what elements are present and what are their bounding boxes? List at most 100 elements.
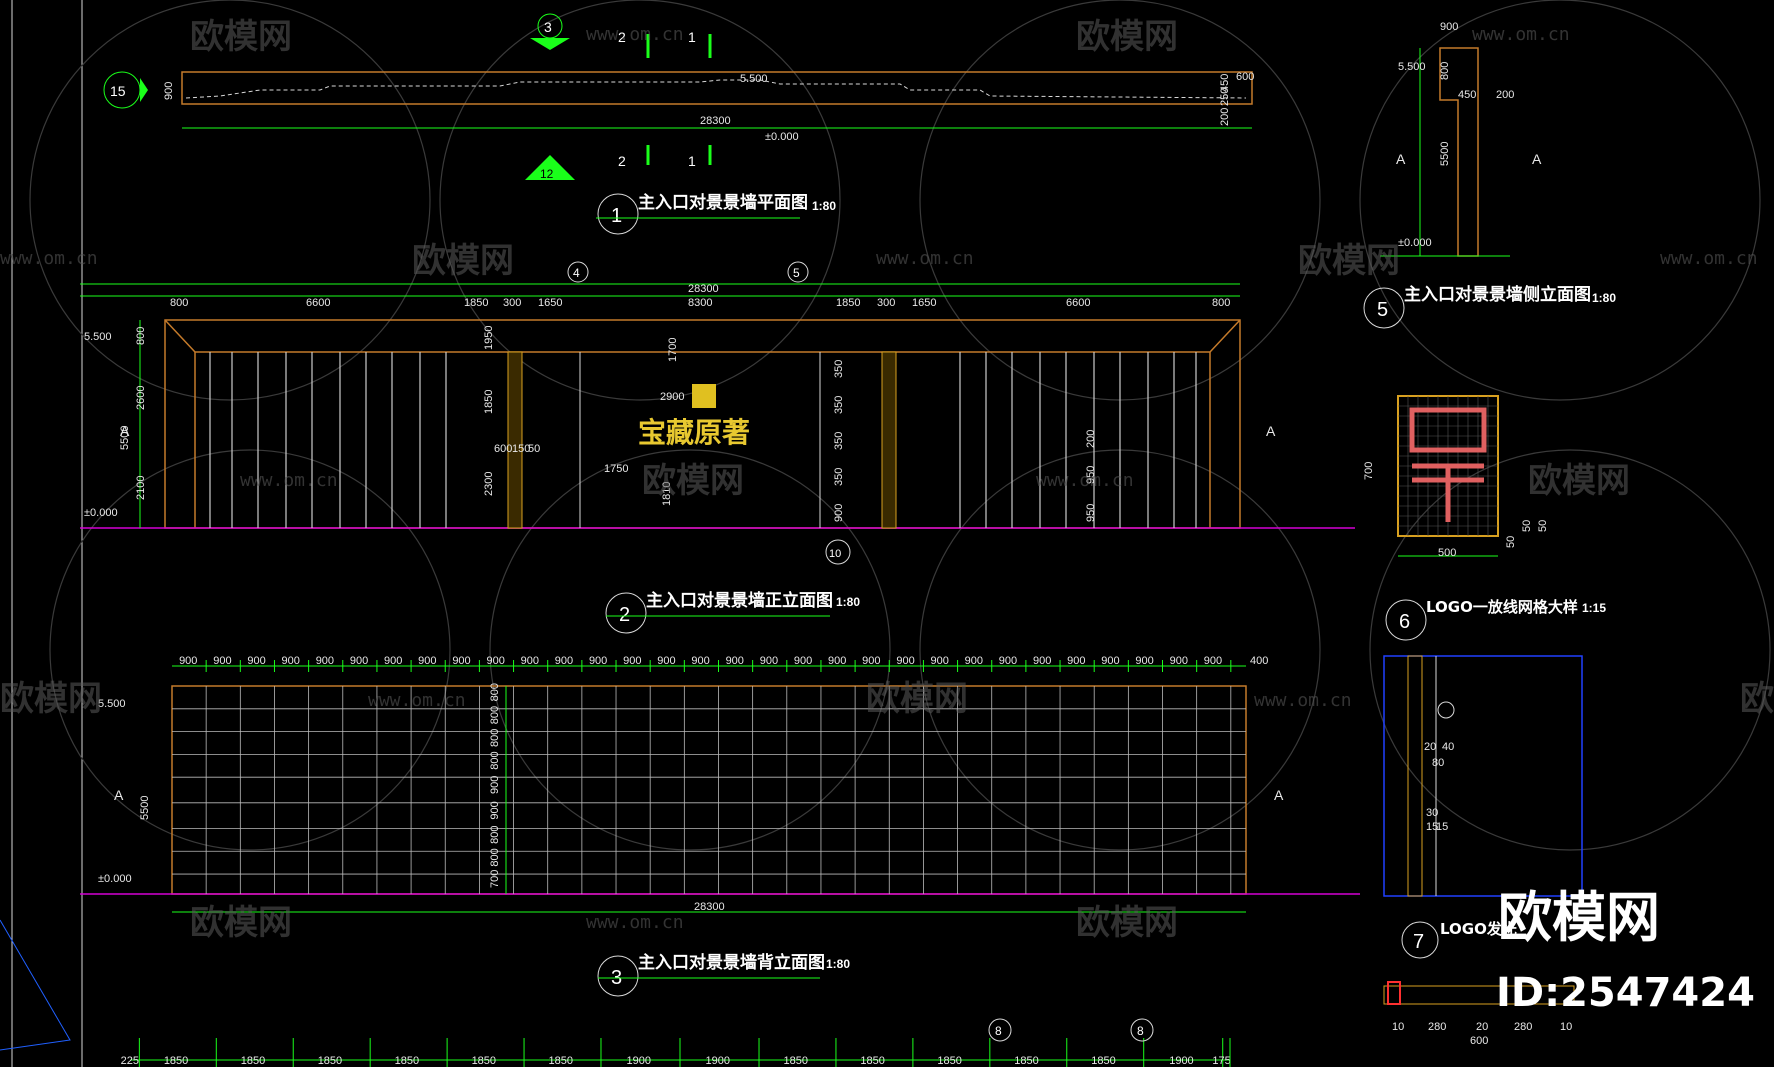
front-dim-600: 600 <box>494 443 512 455</box>
front-dim-950-b: 950 <box>1085 504 1097 522</box>
back-side-dim: 800 <box>489 729 501 747</box>
watermark-url-7: www.om.cn <box>1036 470 1134 491</box>
back-height-dim: 5500 <box>139 796 151 820</box>
back-top-dim: 900 <box>213 655 231 667</box>
watermark-brand-3: 欧模网 <box>412 241 514 281</box>
watermark-id: ID:2547424 <box>1496 970 1755 1016</box>
front-light-column-left <box>507 351 523 529</box>
front-left-dim-2600: 2600 <box>135 386 147 410</box>
front-dim-2900: 2900 <box>660 391 684 403</box>
back-top-dim: 900 <box>1135 655 1153 667</box>
title-circle-1 <box>597 193 639 235</box>
back-top-dim: 900 <box>384 655 402 667</box>
bottom-dim: 1850 <box>1014 1055 1038 1067</box>
front-dim-950-a: 950 <box>1085 466 1097 484</box>
detail-bottom-600: 600 <box>1470 1035 1488 1047</box>
bottom-dim: 1850 <box>549 1055 573 1067</box>
logo-dim-50-b: 50 <box>1521 520 1533 532</box>
drawing-number-5: 5 <box>1377 299 1388 321</box>
back-dim-400: 400 <box>1250 655 1268 667</box>
callout-circle-5 <box>787 261 809 283</box>
bottom-dim: 1850 <box>395 1055 419 1067</box>
logo-dim-50-a: 50 <box>1505 536 1517 548</box>
drawing-scale-2: 1:80 <box>836 595 860 609</box>
detail-dim-15-a: 15 <box>1426 821 1438 833</box>
back-top-dim: 900 <box>623 655 641 667</box>
plan-wall-outline <box>181 71 1253 105</box>
drawing-scale-3: 1:80 <box>826 957 850 971</box>
front-overall-dim: 28300 <box>688 283 719 295</box>
back-top-dim: 900 <box>452 655 470 667</box>
watermark-brand-2: 欧模网 <box>1076 17 1178 57</box>
front-logo-text: 宝藏原著 <box>638 416 750 449</box>
back-top-dim: 900 <box>760 655 778 667</box>
front-dim-350-a: 350 <box>833 360 845 378</box>
back-top-dim: 900 <box>794 655 812 667</box>
detail-7-base <box>1383 985 1575 1005</box>
back-top-dim: 900 <box>896 655 914 667</box>
callout-arrow-15 <box>140 78 148 102</box>
front-left-dim-800: 800 <box>135 327 147 345</box>
bottom-dim: 175 <box>1212 1055 1230 1067</box>
front-dim-1650-left: 1650 <box>538 297 562 309</box>
back-top-dim: 900 <box>521 655 539 667</box>
plan-width-200: 200 <box>1219 108 1231 126</box>
side-dim-200: 200 <box>1496 89 1514 101</box>
watermark-url-6: www.om.cn <box>240 470 338 491</box>
front-dim-800-left: 800 <box>170 297 188 309</box>
drawing-title-2: 主入口对景景墙正立面图 <box>646 590 833 611</box>
bottom-dim: 1850 <box>937 1055 961 1067</box>
bottom-dim: 225 <box>121 1055 139 1067</box>
front-dim-8300: 8300 <box>688 297 712 309</box>
back-top-dim: 900 <box>555 655 573 667</box>
callout-circle-8b <box>1130 1018 1154 1042</box>
front-dim-1810: 1810 <box>661 482 673 506</box>
back-top-dim: 900 <box>1204 655 1222 667</box>
watermark-url-8: www.om.cn <box>368 690 466 711</box>
detail-7-wall <box>1407 655 1423 897</box>
back-top-dim: 900 <box>1067 655 1085 667</box>
side-level-top: 5.500 <box>1398 61 1426 73</box>
detail-dim-40: 40 <box>1442 741 1454 753</box>
callout-10: 10 <box>829 548 841 560</box>
back-top-dim: 900 <box>828 655 846 667</box>
back-top-dims: 900 900 900 900 900 900 900 900 900 900 900 900 900 9… <box>179 655 1232 672</box>
front-light-column-right <box>881 351 897 529</box>
front-dim-300-right: 300 <box>877 297 895 309</box>
front-left-dim-2100: 2100 <box>135 476 147 500</box>
drawing-scale-5: 1:80 <box>1592 291 1616 305</box>
front-dim-150: 150 <box>512 443 530 455</box>
plan-overall-dim: 28300 <box>700 115 731 127</box>
watermark-url-2: www.om.cn <box>1472 24 1570 45</box>
side-dim-900: 900 <box>1440 21 1458 33</box>
watermark-brand-1: 欧模网 <box>190 17 292 57</box>
watermark-url-9: www.om.cn <box>1254 690 1352 711</box>
logo-width-dim: 500 <box>1438 547 1456 559</box>
front-section-a-right: A <box>1266 423 1276 439</box>
detail-bottom-20: 20 <box>1476 1021 1488 1033</box>
back-side-dim: 800 <box>489 848 501 866</box>
blue-construction-lines <box>0 919 71 1051</box>
back-side-dim: 800 <box>489 706 501 724</box>
logo-glyph <box>1409 407 1487 522</box>
watermark-brand-8: 欧模网 <box>866 679 968 719</box>
side-dim-5500: 5500 <box>1439 142 1451 166</box>
back-top-dim: 900 <box>1170 655 1188 667</box>
front-level-ground: ±0.000 <box>84 507 118 519</box>
back-wall-outline <box>171 685 1247 895</box>
front-dim-200: 200 <box>1085 430 1097 448</box>
watermark-url-1: www.om.cn <box>586 24 684 45</box>
back-top-dim: 900 <box>589 655 607 667</box>
title-circle-6 <box>1385 599 1427 641</box>
plan-width-900: 900 <box>163 82 175 100</box>
back-side-dim: 800 <box>489 683 501 701</box>
back-top-dim: 900 <box>1101 655 1119 667</box>
front-dim-350-d: 350 <box>833 468 845 486</box>
back-top-dim: 900 <box>179 655 197 667</box>
front-dim-800-right: 800 <box>1212 297 1230 309</box>
drawing-number-6: 6 <box>1399 611 1410 633</box>
back-top-dim: 900 <box>999 655 1017 667</box>
detail-7-fixture <box>1437 701 1455 719</box>
